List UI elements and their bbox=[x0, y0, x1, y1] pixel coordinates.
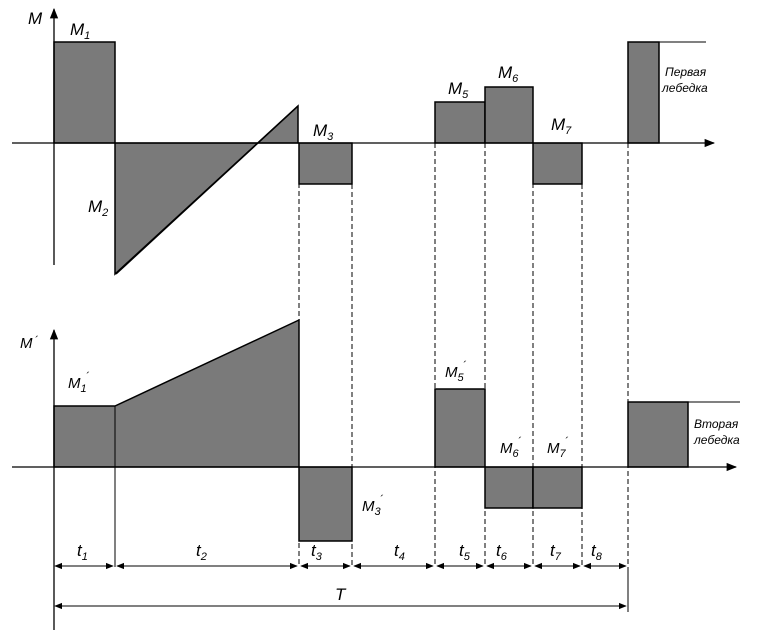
label-t6: t6 bbox=[496, 541, 508, 563]
label-m6: M6 bbox=[498, 63, 519, 85]
label-t5: t5 bbox=[459, 541, 471, 563]
block-second-winch bbox=[627, 401, 689, 468]
block-m7 bbox=[532, 142, 583, 185]
label-m3-prime: M3´ bbox=[362, 494, 384, 518]
label-m1-prime: M1´ bbox=[68, 371, 90, 395]
label-t2: t2 bbox=[196, 541, 207, 563]
label-m7: M7 bbox=[551, 115, 572, 137]
block-m5-prime bbox=[434, 388, 486, 468]
label-m1: M1 bbox=[70, 20, 90, 42]
block-m5 bbox=[434, 101, 486, 144]
block-m1 bbox=[53, 41, 116, 144]
block-m1-prime bbox=[53, 318, 300, 468]
top-diagram bbox=[12, 7, 716, 276]
label-m5-prime: M5´ bbox=[445, 360, 467, 384]
first-winch-label-line2: лебедка bbox=[661, 81, 708, 95]
label-m5: M5 bbox=[448, 79, 469, 101]
block-m6 bbox=[484, 86, 534, 144]
second-winch-label-line1: Вторая bbox=[694, 417, 739, 431]
guide-lines bbox=[114, 143, 629, 612]
label-m2: M2 bbox=[88, 197, 108, 219]
bottom-diagram bbox=[12, 318, 740, 630]
block-first-winch bbox=[627, 41, 660, 144]
block-m3 bbox=[298, 142, 353, 185]
block-m7-prime bbox=[532, 466, 583, 509]
top-axis-label: M bbox=[28, 9, 43, 28]
time-dimension-arrows bbox=[54, 562, 627, 610]
second-winch-label-line2: лебедка bbox=[693, 433, 740, 447]
m2-ramp-line bbox=[115, 105, 299, 275]
label-m6-prime: M6´ bbox=[500, 436, 522, 460]
first-winch-label-line1: Первая bbox=[665, 65, 707, 79]
label-t1: t1 bbox=[77, 541, 88, 563]
block-m3-prime bbox=[298, 466, 353, 542]
label-m7-prime: M7´ bbox=[547, 436, 569, 460]
block-m6-prime bbox=[484, 466, 534, 509]
label-t3: t3 bbox=[311, 541, 323, 563]
label-t4: t4 bbox=[394, 541, 405, 563]
label-t7: t7 bbox=[550, 541, 562, 563]
label-m3: M3 bbox=[313, 121, 334, 143]
label-period: T bbox=[335, 585, 347, 604]
bottom-axis-label: M´ bbox=[20, 335, 39, 352]
label-t8: t8 bbox=[591, 541, 603, 563]
